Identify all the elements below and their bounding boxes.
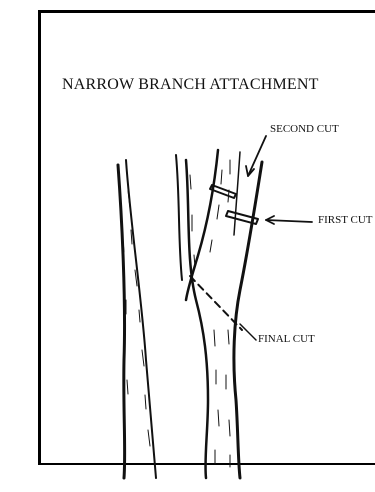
narrow-branch xyxy=(186,150,240,300)
final-cut-leader xyxy=(240,324,256,340)
left-trunk xyxy=(118,160,156,478)
final-cut-label: FINAL CUT xyxy=(258,333,315,345)
first-cut-label: FIRST CUT xyxy=(318,214,373,226)
second-cut-label: SECOND CUT xyxy=(270,123,339,135)
right-trunk xyxy=(176,155,262,478)
first-cut-arrow xyxy=(266,216,312,224)
second-cut-arrow xyxy=(246,136,266,176)
